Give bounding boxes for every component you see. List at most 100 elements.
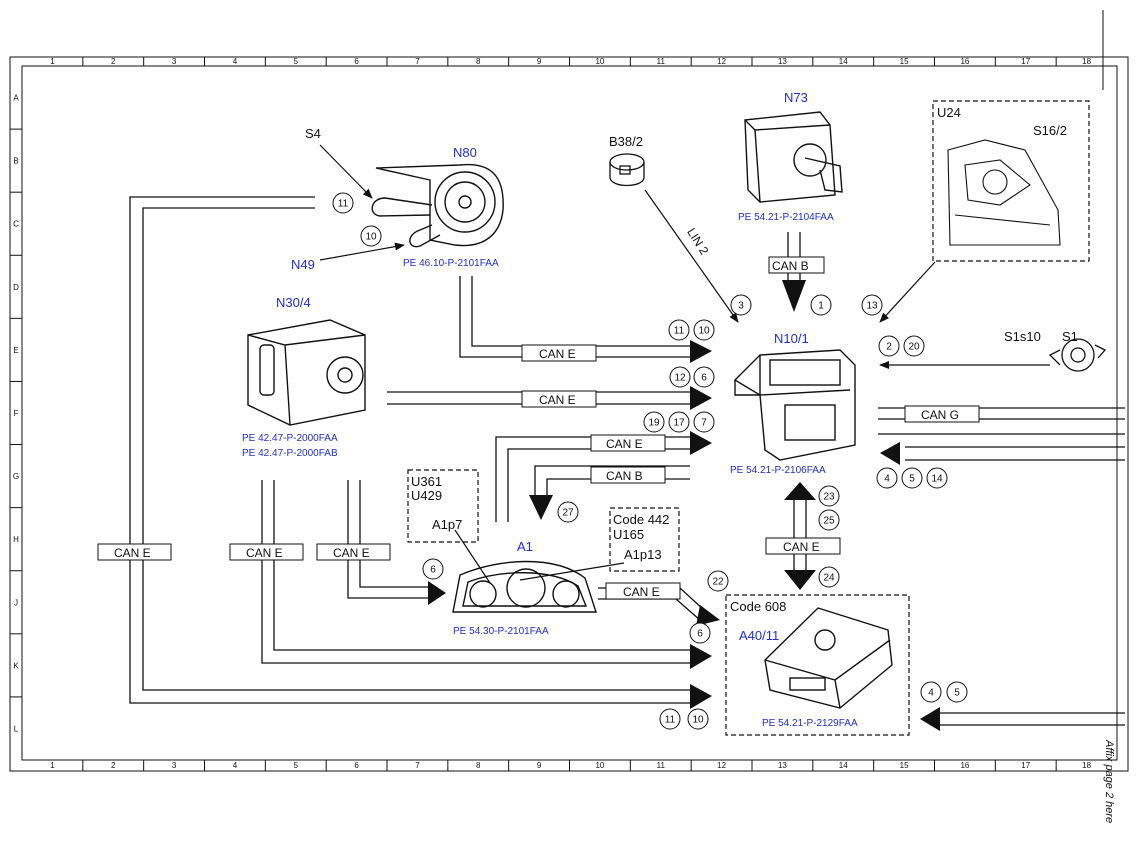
col-label-top: 17	[1021, 57, 1030, 66]
callout-circle	[730, 294, 752, 316]
a1-instrument-cluster-drawing	[452, 560, 597, 613]
callout-number: 11	[665, 715, 676, 726]
component-labels: S4 N80 N49 N30/4 B38/2 N73 U24 S16/2 N10…	[276, 90, 1078, 643]
callout-circle	[557, 501, 579, 523]
callout-circle	[669, 366, 691, 388]
col-label-top: 16	[960, 57, 969, 66]
ref-a1: PE 54.30-P-2101FAA	[453, 626, 549, 637]
callout-number: 4	[928, 688, 934, 699]
col-label-top: 2	[111, 57, 116, 66]
bus-can-e-7: CAN E	[623, 585, 660, 599]
label-code-608: Code 608	[730, 599, 786, 614]
callout-number: 4	[884, 474, 890, 485]
callout-circle	[818, 566, 840, 588]
col-label-bottom: 9	[537, 761, 542, 770]
callout-circle	[878, 335, 900, 357]
pointer-lines	[319, 144, 1050, 584]
col-label-top: 13	[778, 57, 787, 66]
bus-can-e-1: CAN E	[539, 347, 576, 361]
callout-circle	[332, 192, 354, 214]
col-label-bottom: 14	[839, 761, 848, 770]
col-label-bottom: 12	[717, 761, 726, 770]
callout-circle	[668, 319, 690, 341]
row-label: F	[14, 409, 19, 418]
callout-circle	[687, 708, 709, 730]
ref-n30-b: PE 42.47-P-2000FAB	[242, 448, 338, 459]
col-label-bottom: 16	[960, 761, 969, 770]
col-label-bottom: 2	[111, 761, 116, 770]
callout-circle	[926, 467, 948, 489]
callout-circle	[707, 570, 729, 592]
row-label: A	[13, 94, 19, 103]
bus-can-e-6: CAN E	[333, 546, 370, 560]
col-label-top: 8	[476, 57, 481, 66]
row-label: C	[13, 220, 19, 229]
label-s1: S1	[1062, 329, 1078, 344]
callout-number: 22	[712, 577, 724, 588]
label-a40-11: A40/11	[739, 628, 779, 643]
col-label-bottom: 10	[595, 761, 604, 770]
b38-2-sensor-drawing	[609, 153, 645, 187]
col-label-bottom: 7	[415, 761, 420, 770]
col-label-top: 11	[657, 57, 666, 66]
label-code-442: Code 442	[613, 512, 669, 527]
side-note: Affix page 2 here	[1103, 739, 1115, 823]
col-label-bottom: 3	[172, 761, 177, 770]
callout-circle	[659, 708, 681, 730]
col-label-top: 5	[294, 57, 299, 66]
callout-circle	[901, 467, 923, 489]
callout-number: 5	[909, 474, 915, 485]
col-label-bottom: 13	[778, 761, 787, 770]
n10-1-sam-drawing	[733, 349, 856, 461]
col-label-bottom: 15	[900, 761, 909, 770]
callout-circle	[693, 366, 715, 388]
a40-11-head-unit-drawing	[764, 607, 893, 709]
bus-can-e-2: CAN E	[539, 393, 576, 407]
row-label: D	[13, 283, 19, 292]
callout-circle	[876, 467, 898, 489]
callout-number: 19	[648, 418, 660, 429]
callout-circle	[693, 411, 715, 433]
label-u361: U361	[411, 474, 442, 489]
column-ticks: 1122334455667788991010111112121313141415…	[50, 57, 1092, 771]
row-label: H	[13, 535, 19, 544]
label-s4: S4	[305, 126, 321, 141]
n73-ignition-switch-drawing	[744, 111, 843, 203]
row-label: L	[14, 724, 19, 733]
label-n80: N80	[453, 145, 477, 160]
u24-inset-drawing	[947, 139, 1061, 246]
n80-steering-column-switch-drawing	[371, 163, 504, 248]
bus-can-b-2: CAN B	[772, 259, 809, 273]
col-label-bottom: 18	[1082, 761, 1091, 770]
callout-circle	[810, 294, 832, 316]
row-label: G	[13, 472, 19, 481]
row-label: E	[13, 346, 18, 355]
arrowheads	[428, 280, 940, 731]
callout-number: 7	[701, 418, 707, 429]
n30-4-abs-unit-drawing	[247, 319, 366, 426]
label-b38-2: B38/2	[609, 134, 643, 149]
callout-number: 23	[823, 492, 835, 503]
label-u24: U24	[937, 105, 961, 120]
callout-number: 2	[886, 342, 892, 353]
col-label-top: 6	[354, 57, 359, 66]
label-u429: U429	[411, 488, 442, 503]
reference-labels: PE 46.10-P-2101FAA PE 54.21-P-2104FAA PE…	[242, 212, 858, 729]
label-n10-1: N10/1	[774, 331, 809, 346]
bus-can-e-3: CAN E	[606, 437, 643, 451]
col-label-bottom: 11	[657, 761, 666, 770]
callout-number: 10	[365, 232, 377, 243]
callout-number: 12	[674, 373, 686, 384]
s1-light-switch-drawing	[1048, 338, 1107, 372]
callout-number: 17	[673, 418, 685, 429]
callout-number: 25	[823, 516, 835, 527]
bus-label-boxes	[97, 256, 980, 600]
dashed-boxes	[407, 100, 1090, 736]
col-label-bottom: 8	[476, 761, 481, 770]
label-u165: U165	[613, 527, 644, 542]
callout-number: 1	[818, 301, 824, 312]
callout-number: 11	[338, 199, 349, 210]
row-label: B	[13, 157, 18, 166]
